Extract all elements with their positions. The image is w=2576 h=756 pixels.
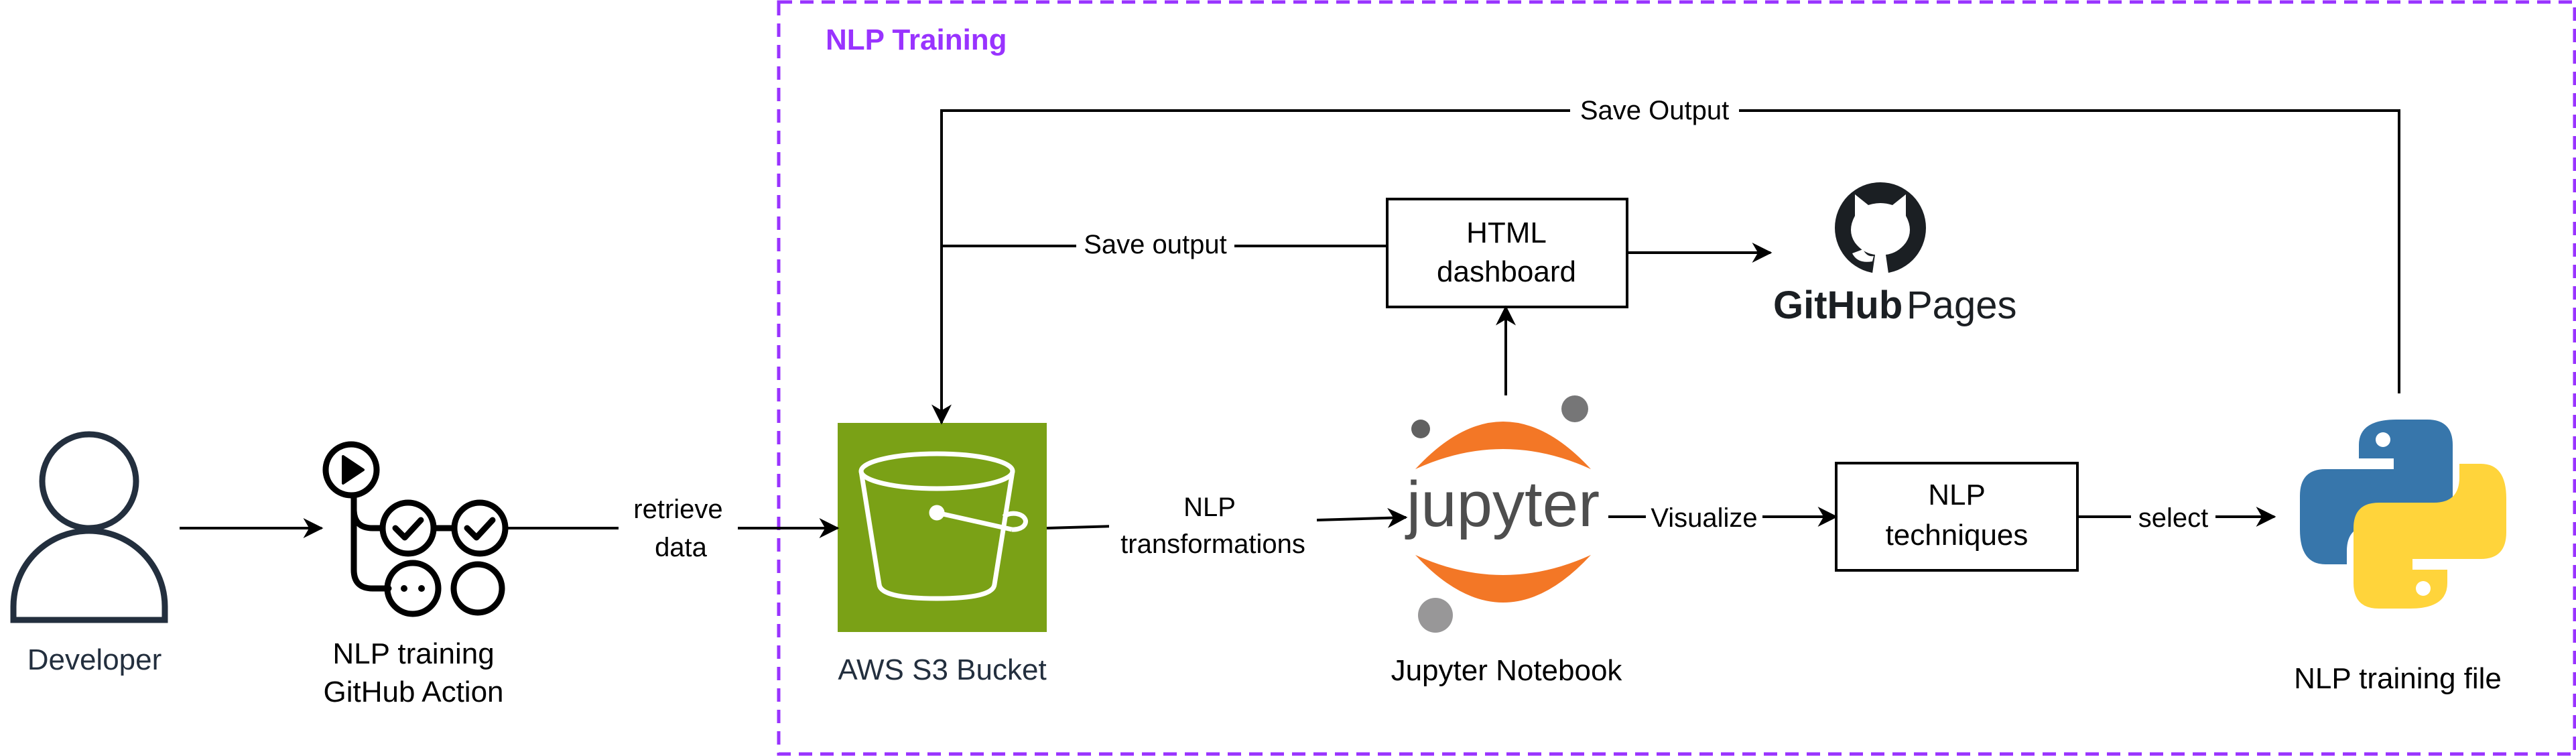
edge-label-select: select	[2138, 503, 2209, 533]
edge-label-nlp: NLP	[1183, 493, 1236, 522]
github-action-label-line1: NLP training	[332, 637, 494, 670]
github-pages-node[interactable]: GitHub Pages	[1773, 182, 2016, 327]
github-actions-icon	[322, 441, 509, 617]
github-pages-logo-bold: GitHub	[1773, 284, 1903, 327]
github-octocat-icon	[1835, 182, 1926, 273]
developer-node[interactable]: Developer	[10, 431, 168, 676]
s3-bucket-label: AWS S3 Bucket	[838, 653, 1046, 686]
edge-save-output-upper	[931, 109, 2400, 425]
edge-label-save-output-lower: Save output	[1084, 230, 1227, 259]
nlp-techniques-label-line1: NLP	[1928, 479, 1986, 511]
python-icon	[2300, 420, 2506, 609]
s3-bucket-node[interactable]: AWS S3 Bucket	[838, 423, 1047, 686]
jupyter-node[interactable]: jupyter Jupyter Notebook	[1391, 395, 1623, 687]
html-dashboard-label-line1: HTML	[1466, 216, 1547, 249]
s3-bucket-icon	[858, 451, 1028, 601]
nlp-techniques-node[interactable]: NLP techniques	[1835, 462, 2079, 572]
jupyter-icon: jupyter	[1405, 395, 1600, 633]
jupyter-label: Jupyter Notebook	[1391, 654, 1623, 687]
edge-label-retrieve: retrieve	[633, 495, 722, 524]
github-pages-logo-light: Pages	[1907, 284, 2016, 327]
nlp-techniques-label-line2: techniques	[1886, 519, 2028, 552]
html-dashboard-label-line2: dashboard	[1437, 255, 1576, 288]
developer-label: Developer	[27, 643, 162, 676]
edge-label-data: data	[655, 533, 708, 562]
edge-label-save-output-upper: Save Output	[1580, 96, 1729, 125]
group-title: NLP Training	[826, 23, 1007, 56]
python-file-label: NLP training file	[2294, 662, 2502, 695]
edge-labels: retrieve data NLP transformations Visual…	[619, 94, 2215, 567]
github-action-node[interactable]: NLP training GitHub Action	[322, 441, 509, 708]
github-action-label-line2: GitHub Action	[323, 676, 503, 708]
jupyter-logo-text: jupyter	[1405, 468, 1600, 540]
html-dashboard-node[interactable]: HTML dashboard	[1386, 198, 1628, 308]
edge-label-transformations: transformations	[1120, 529, 1305, 559]
edge-label-visualize: Visualize	[1651, 503, 1757, 533]
user-icon	[10, 431, 168, 623]
nlp-training-group	[777, 0, 2576, 756]
html-dashboard-box	[1386, 198, 1628, 308]
python-file-node[interactable]: NLP training file	[2294, 420, 2506, 695]
